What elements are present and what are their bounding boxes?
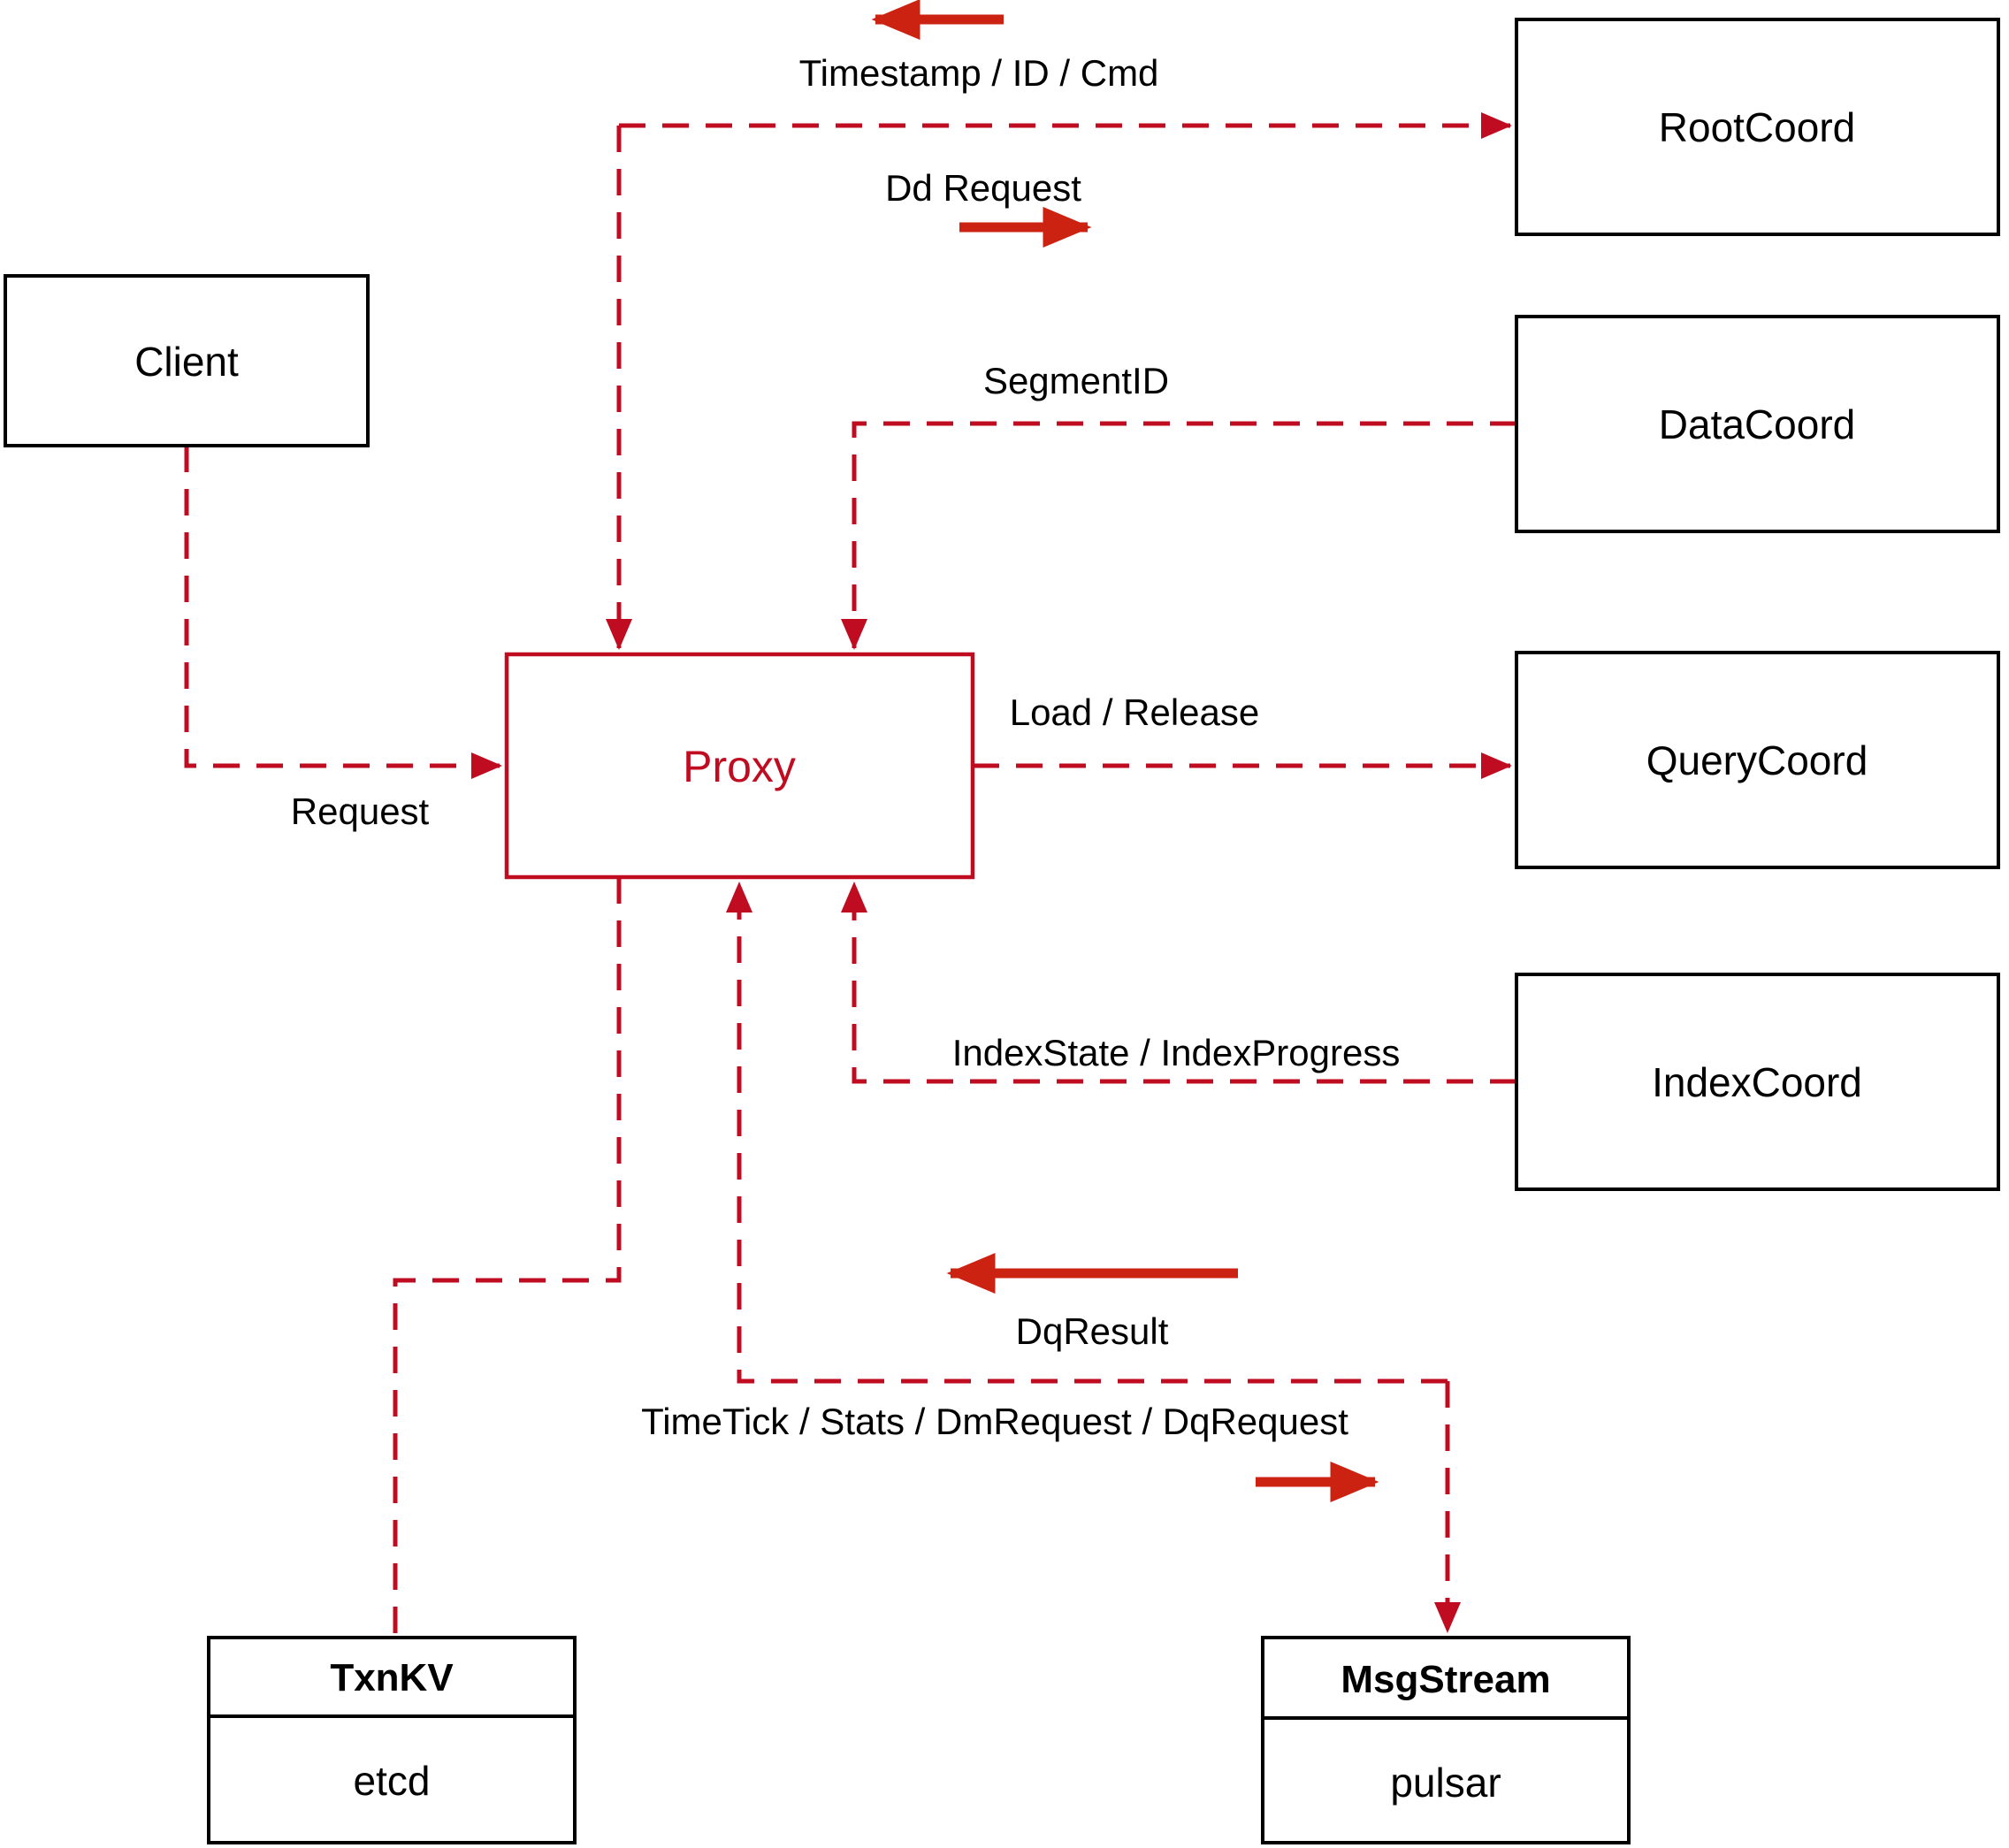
edge-client-to-proxy bbox=[184, 446, 503, 779]
datacoord-label: DataCoord bbox=[1659, 401, 1855, 447]
node-indexcoord bbox=[1515, 973, 2000, 1191]
edge-label-request: Request bbox=[291, 790, 430, 832]
client-label: Client bbox=[134, 339, 239, 385]
node-client bbox=[4, 274, 370, 447]
txnkv-title: TxnKV bbox=[330, 1656, 454, 1699]
txnkv-subtitle: etcd bbox=[354, 1758, 431, 1804]
edge-datacoord-to-proxy bbox=[841, 421, 1516, 651]
proxy-label: Proxy bbox=[683, 742, 796, 791]
edge-indexcoord-to-proxy bbox=[841, 881, 1516, 1084]
edge-msgstream-to-proxy bbox=[726, 881, 1448, 1384]
node-proxy bbox=[504, 652, 975, 880]
edge-label-index-state: IndexState / IndexProgress bbox=[952, 1032, 1401, 1073]
edge-proxy-to-txnkv bbox=[393, 877, 622, 1638]
edge-label-segment-id: SegmentID bbox=[983, 360, 1169, 401]
node-msgstream bbox=[1261, 1636, 1631, 1844]
indexcoord-label: IndexCoord bbox=[1652, 1059, 1862, 1105]
edge-label-timetick: TimeTick / Stats / DmRequest / DqRequest bbox=[641, 1401, 1348, 1442]
querycoord-label: QueryCoord bbox=[1646, 737, 1868, 783]
node-txnkv bbox=[207, 1636, 577, 1844]
edge-label-dd-request: Dd Request bbox=[885, 167, 1081, 209]
node-querycoord bbox=[1515, 651, 2000, 869]
rootcoord-label: RootCoord bbox=[1659, 104, 1855, 150]
edge-label-load-release: Load / Release bbox=[1010, 691, 1260, 733]
msgstream-title: MsgStream bbox=[1341, 1658, 1550, 1701]
node-rootcoord bbox=[1515, 18, 2000, 236]
edge-label-dq-result: DqResult bbox=[1016, 1310, 1169, 1352]
msgstream-subtitle: pulsar bbox=[1390, 1760, 1501, 1806]
node-datacoord bbox=[1515, 315, 2000, 533]
edge-label-timestamp: Timestamp / ID / Cmd bbox=[799, 52, 1159, 94]
